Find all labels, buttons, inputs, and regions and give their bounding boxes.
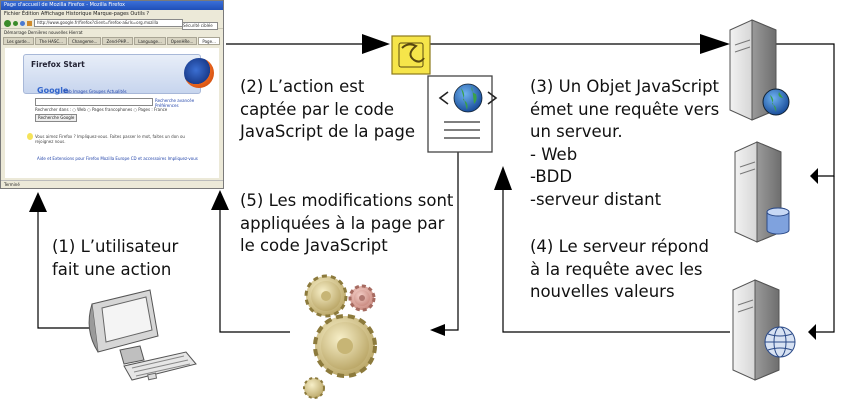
browser-tab-active: Page... xyxy=(198,37,220,45)
server-branch-line-2 xyxy=(810,176,835,333)
google-search-button: Recherche Google xyxy=(35,114,78,122)
label-step-5-modifications: (5) Les modifications sont appliquées à … xyxy=(240,191,454,255)
gear-pink xyxy=(348,284,376,312)
google-search-field xyxy=(35,98,153,106)
arrowhead-to-browser xyxy=(211,190,229,210)
browser-menu-bar: Fichier Édition Affichage Historique Mar… xyxy=(4,11,150,17)
browser-tab: Changeme... xyxy=(67,37,102,45)
gears-icon xyxy=(303,274,377,399)
lightbulb-icon xyxy=(27,133,33,140)
web-server-icon xyxy=(729,19,790,121)
browser-search-box: Sécurité ciblée xyxy=(182,22,218,30)
arrowhead-to-remote xyxy=(808,324,816,340)
browser-window-screenshot: Page d'accueil de Mozilla Firefox - Mozi… xyxy=(0,0,224,189)
database-server-icon xyxy=(734,141,790,243)
back-icon xyxy=(4,19,11,27)
firefox-start-card: Firefox Start xyxy=(23,54,214,94)
arrow-gears-to-browser xyxy=(219,210,290,333)
arrow-computer-to-browser xyxy=(37,212,96,329)
arrowhead-to-gears xyxy=(430,324,445,336)
gear-small-left xyxy=(304,274,348,318)
arrow-heads xyxy=(29,34,818,340)
browser-page-content: Firefox Start Google Web Images Groupes … xyxy=(5,48,219,178)
firefox-start-title: Firefox Start xyxy=(31,60,85,69)
arrow-server-to-page xyxy=(502,188,730,333)
browser-status-bar: Terminé xyxy=(1,180,223,188)
browser-tab: Les garde... xyxy=(3,37,35,45)
browser-tab: Zend-PHP... xyxy=(102,37,134,45)
javascript-script-icon xyxy=(391,35,431,75)
browser-tab: The HASC... xyxy=(35,37,67,45)
browser-tab: OpenHRe... xyxy=(166,37,198,45)
browser-bookmarks-bar: Démarrage Dernières nouvelles Hierrat xyxy=(1,28,223,37)
browser-title-bar: Page d'accueil de Mozilla Firefox - Mozi… xyxy=(1,1,223,10)
web-page-document-icon xyxy=(427,75,498,153)
browser-tab: Language... xyxy=(134,37,166,45)
reload-icon xyxy=(20,20,25,26)
arrowhead-to-browser-user xyxy=(29,192,47,212)
google-logo: Google xyxy=(37,86,69,95)
browser-tab-strip: Les garde... The HASC... Changeme... Zen… xyxy=(1,37,223,45)
forward-icon xyxy=(13,20,18,26)
remote-server-icon xyxy=(732,279,796,381)
browser-toolbar: http://www.google.fr/firefox?client=fire… xyxy=(1,18,223,28)
flow-arrows xyxy=(37,43,835,333)
home-icon xyxy=(27,20,32,26)
gear-large xyxy=(313,314,377,378)
label-step-4-server-response: (4) Le serveur répond à la requête avec … xyxy=(530,237,709,301)
gear-tiny-bottom xyxy=(303,377,325,399)
arrowhead-to-page xyxy=(494,166,512,190)
arrowhead-to-server xyxy=(700,34,730,54)
google-radio-options: Rechercher dans : ○ Web ○ Pages francoph… xyxy=(35,107,168,112)
arrowhead-to-db xyxy=(810,168,818,184)
label-step-3-request: (3) Un Objet JavaScript émet une requête… xyxy=(530,77,720,209)
google-advanced-link: Recherche avancée Préférences xyxy=(155,98,195,108)
label-step-2-action-captured: (2) L’action est captée par le code Java… xyxy=(240,77,415,141)
firefox-bottom-links: Aide et Extensions pour Firefox Mozilla … xyxy=(37,156,198,161)
firefox-tip: Vous aimez Firefox ? Impliquez-vous. Fai… xyxy=(35,134,185,144)
google-links: Web Images Groupes Actualités xyxy=(63,89,127,94)
arrow-page-to-gears xyxy=(445,152,459,331)
label-step-1-user-action: (1) L’utilisateur fait une action xyxy=(52,237,179,279)
firefox-logo-icon xyxy=(184,58,214,88)
server-branch-line xyxy=(771,43,835,177)
arrowhead-to-script xyxy=(362,34,390,54)
computer-icon xyxy=(88,289,197,381)
